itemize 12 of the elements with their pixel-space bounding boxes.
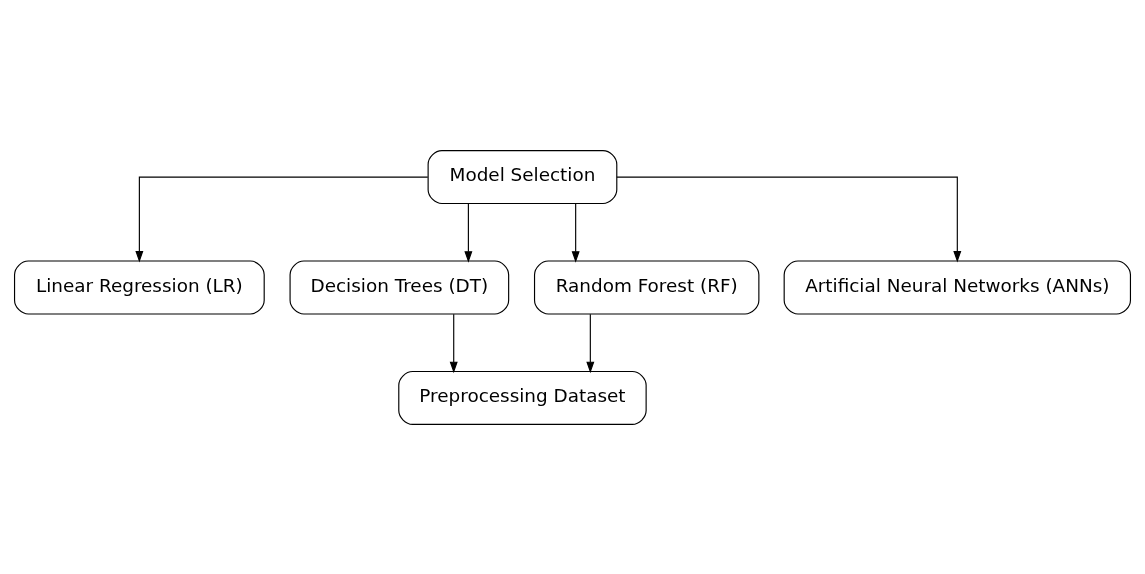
arrow: [135, 176, 429, 262]
node-box: Linear Regression (LR): [13, 259, 265, 315]
node-box: Random Forest (RF): [533, 259, 760, 315]
arrow: [571, 202, 580, 263]
node-box: Model Selection: [427, 149, 618, 204]
arrow: [586, 313, 595, 373]
node-box: Preprocessing Dataset: [398, 370, 647, 425]
node-box: Decision Trees (DT): [289, 259, 510, 315]
arrow: [464, 202, 473, 263]
arrow: [449, 313, 458, 373]
arrow: [616, 176, 962, 262]
node-box: Artificial Neural Networks (ANNs): [783, 259, 1132, 315]
